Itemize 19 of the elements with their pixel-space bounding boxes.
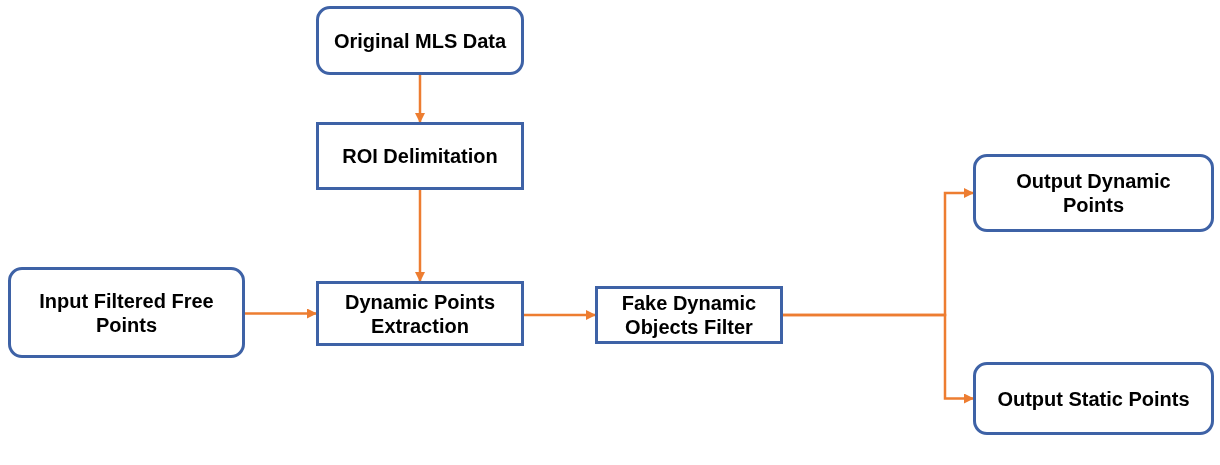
node-label: Input Filtered Free Points xyxy=(38,288,215,337)
rounded-box xyxy=(8,267,245,358)
rounded-box xyxy=(316,6,524,75)
process-box xyxy=(595,286,783,344)
rounded-box xyxy=(973,154,1214,232)
process-box xyxy=(316,122,524,190)
node-label: Original MLS Data xyxy=(333,28,507,53)
node-label: Fake Dynamic Objects Filter xyxy=(620,291,758,339)
arrow xyxy=(415,75,425,123)
arrow xyxy=(783,313,974,404)
arrow xyxy=(415,190,425,282)
node-label: ROI Delimitation xyxy=(342,144,498,168)
rounded-box xyxy=(973,362,1214,435)
node-label: Dynamic Points Extraction xyxy=(343,289,496,338)
node-label: Output Static Points xyxy=(997,386,1190,411)
arrow xyxy=(524,310,596,320)
arrow xyxy=(245,308,317,319)
node-label: Output Dynamic Points xyxy=(1015,169,1172,217)
process-box xyxy=(316,281,524,346)
